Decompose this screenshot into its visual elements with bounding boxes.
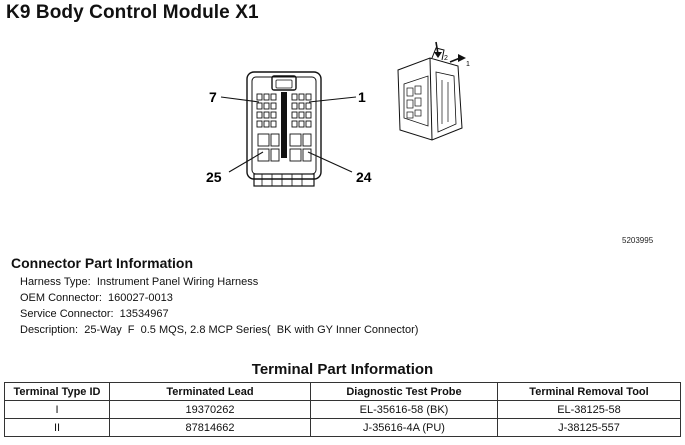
arrow-label-2: 2	[444, 55, 448, 62]
info-value: 25-Way F 0.5 MQS, 2.8 MCP Series( BK wit…	[84, 324, 419, 336]
terminal-info-heading: Terminal Part Information	[251, 361, 434, 378]
col-diagnostic-test-probe: Diagnostic Test Probe	[310, 382, 498, 401]
cell-terminal-removal-tool: EL-38125-58	[497, 400, 681, 419]
terminal-table: Terminal Type ID Terminated Lead Diagnos…	[4, 382, 681, 437]
callout-leaders	[220, 96, 357, 173]
table-header-row: Terminal Type ID Terminated Lead Diagnos…	[4, 382, 681, 401]
table-row: II 87814662 J-35616-4A (PU) J-38125-557	[4, 418, 681, 437]
connector-info-heading: Connector Part Information	[11, 255, 194, 271]
info-value: 160027-0013	[108, 292, 173, 304]
info-label: Description:	[20, 324, 79, 336]
info-value: 13534967	[119, 308, 169, 320]
arrow-label-1: 1	[466, 61, 470, 68]
info-value: Instrument Panel Wiring Harness	[96, 276, 259, 288]
col-terminated-lead: Terminated Lead	[109, 382, 311, 401]
terminal-cavities	[256, 93, 312, 162]
figure-id: 5203995	[622, 236, 654, 245]
cell-terminated-lead: 87814662	[109, 418, 311, 437]
info-description: Description: 25-Way F 0.5 MQS, 2.8 MCP S…	[20, 322, 418, 338]
info-label: OEM Connector:	[20, 292, 102, 304]
connector-side-view	[397, 47, 463, 141]
connector-diagram: 7 1 25 24 2 1	[206, 41, 470, 187]
callout-pin-1: 1	[358, 89, 366, 105]
info-harness-type: Harness Type: Instrument Panel Wiring Ha…	[20, 274, 418, 290]
connector-front-view	[246, 71, 322, 187]
callout-pin-24: 24	[356, 169, 372, 185]
page-title: K9 Body Control Module X1	[6, 2, 259, 23]
cell-terminal-type-id: II	[4, 418, 110, 437]
col-terminal-type-id: Terminal Type ID	[4, 382, 110, 401]
cell-terminal-removal-tool: J-38125-557	[497, 418, 681, 437]
cell-diagnostic-test-probe: EL-35616-58 (BK)	[310, 400, 498, 419]
connector-info-list: Harness Type: Instrument Panel Wiring Ha…	[20, 274, 418, 338]
info-oem-connector: OEM Connector: 160027-0013	[20, 290, 418, 306]
info-label: Harness Type:	[20, 276, 91, 288]
col-terminal-removal-tool: Terminal Removal Tool	[497, 382, 681, 401]
info-label: Service Connector:	[20, 308, 114, 320]
table-row: I 19370262 EL-35616-58 (BK) EL-38125-58	[4, 400, 681, 419]
cell-terminated-lead: 19370262	[109, 400, 311, 419]
cell-diagnostic-test-probe: J-35616-4A (PU)	[310, 418, 498, 437]
info-service-connector: Service Connector: 13534967	[20, 306, 418, 322]
release-arrows	[434, 41, 466, 63]
callout-pin-7: 7	[209, 89, 217, 105]
cell-terminal-type-id: I	[4, 400, 110, 419]
callout-pin-25: 25	[206, 169, 222, 185]
